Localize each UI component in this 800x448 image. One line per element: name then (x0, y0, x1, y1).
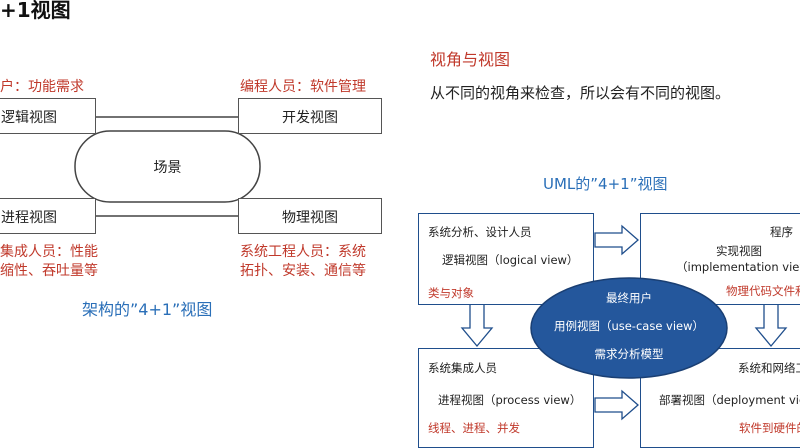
use-case-ellipse (530, 277, 728, 379)
tl-role: 系统分析、设计人员 (428, 225, 532, 239)
dev-view-box: 开发视图 (238, 98, 382, 134)
br-view: 部署视图（deployment vie (659, 393, 800, 407)
scenario-shape (74, 130, 261, 203)
section-text: 从不同的视角来检查，所以会有不同的视图。 (430, 84, 731, 102)
tr-role: 程序 (770, 225, 793, 239)
bl-view: 进程视图（process view） (438, 393, 582, 407)
physical-view-label: 物理视图 (282, 210, 338, 226)
page-title: +1视图 (0, 0, 71, 22)
tr-note: 物理代码文件和 (726, 284, 800, 298)
tr-view-1: 实现视图 (716, 244, 762, 258)
figure-caption: 架构的”4+1”视图 (82, 300, 213, 319)
physical-view-box: 物理视图 (238, 198, 382, 234)
bottom-right-caption-2: 拓扑、安装、通信等 (240, 263, 366, 279)
bottom-left-caption-2: 缩性、吞吐量等 (0, 263, 98, 279)
uml-diagram (460, 224, 788, 421)
tr-view-2: （implementation view） (676, 260, 800, 274)
arrow-down-right (754, 303, 788, 348)
section-title: 视角与视图 (430, 50, 511, 69)
arrow-down-left (460, 303, 494, 348)
center-line-3: 需求分析模型 (594, 347, 664, 361)
arrow-right-top (594, 224, 639, 256)
top-left-caption: 户：功能需求 (0, 79, 84, 95)
logical-view-box: 逻辑视图 (0, 98, 96, 134)
left-diagram-connectors (74, 116, 261, 217)
bottom-right-caption-1: 系统工程人员：系统 (240, 244, 366, 260)
uml-title: UML的”4+1”视图 (543, 175, 668, 193)
bottom-left-caption-1: 集成人员：性能 (0, 244, 98, 260)
center-line-1: 最终用户 (606, 291, 652, 305)
process-view-label: 进程视图 (1, 210, 57, 226)
dev-view-label: 开发视图 (282, 110, 338, 126)
tl-view: 逻辑视图（logical view） (442, 253, 579, 267)
tl-note: 类与对象 (428, 286, 474, 300)
bl-role: 系统集成人员 (428, 361, 497, 375)
bl-note: 线程、进程、并发 (428, 421, 520, 435)
arrow-right-bottom (594, 389, 639, 421)
br-note: 软件到硬件的 (739, 421, 800, 435)
logical-view-label: 逻辑视图 (1, 110, 57, 126)
br-role: 系统和网络工 (738, 361, 800, 375)
top-right-caption: 编程人员：软件管理 (240, 79, 366, 95)
process-view-box: 进程视图 (0, 198, 96, 234)
center-line-2: 用例视图（use-case view） (553, 319, 705, 333)
scenario-label: 场景 (153, 160, 182, 176)
